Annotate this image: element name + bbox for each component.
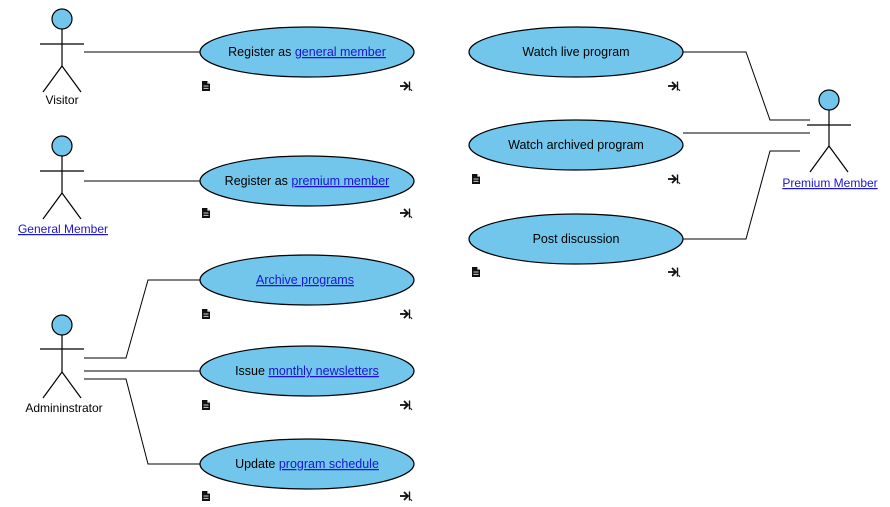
document-icon[interactable]	[201, 308, 211, 320]
connector-admin-archive	[84, 279, 200, 359]
actor-body	[807, 110, 851, 173]
connectors	[84, 51, 810, 465]
actor-link[interactable]: Premium Member	[782, 176, 877, 190]
use-case-watch-live[interactable]: Watch live program	[468, 26, 684, 78]
use-case-link[interactable]: premium member	[291, 174, 389, 188]
actor-link[interactable]: General Member	[18, 222, 108, 236]
use-case-label: Issue monthly newsletters	[235, 364, 379, 378]
actor-head	[818, 89, 840, 111]
actor-administrator[interactable]: Admininstrator	[25, 314, 103, 415]
use-case-link[interactable]: monthly newsletters	[268, 364, 378, 378]
navigate-arrow-icon[interactable]	[667, 80, 681, 92]
connector-admin-update	[84, 378, 200, 465]
use-case-label: Register as general member	[228, 45, 386, 59]
navigate-arrow-icon[interactable]	[399, 490, 413, 502]
use-case-ellipse	[468, 26, 684, 78]
document-icon[interactable]	[471, 173, 481, 185]
use-case-link[interactable]: program schedule	[279, 457, 379, 471]
use-case-ellipse	[199, 26, 415, 78]
actor-body	[40, 335, 84, 399]
document-icon[interactable]	[201, 490, 211, 502]
use-case-label-prefix: Register as	[225, 174, 292, 188]
actor-label: Visitor	[45, 93, 78, 107]
document-icon[interactable]	[201, 399, 211, 411]
use-case-register-general[interactable]: Register as general member	[199, 26, 415, 78]
navigate-arrow-icon[interactable]	[399, 80, 413, 92]
document-icon[interactable]	[201, 80, 211, 92]
connector-premium-post	[683, 150, 800, 240]
navigate-arrow-icon[interactable]	[667, 173, 681, 185]
actor-body	[40, 29, 84, 93]
actor-label: Admininstrator	[25, 401, 102, 415]
use-case-link[interactable]: Archive programs	[256, 273, 354, 287]
use-case-ellipse	[199, 345, 415, 397]
use-case-label: Archive programs	[256, 273, 354, 287]
actor-general-member[interactable]: General Member	[18, 135, 108, 236]
use-case-ellipse	[468, 213, 684, 265]
use-case-update-schedule[interactable]: Update program schedule	[199, 438, 415, 490]
navigate-arrow-icon[interactable]	[399, 308, 413, 320]
use-case-archive-programs[interactable]: Archive programs	[199, 254, 415, 306]
actor-visitor[interactable]: Visitor	[40, 8, 84, 107]
actor-head	[51, 8, 73, 30]
use-case-label-prefix: Register as	[228, 45, 295, 59]
actor-head	[51, 314, 73, 336]
use-case-link[interactable]: general member	[295, 45, 386, 59]
actor-premium-member[interactable]: Premium Member	[782, 89, 878, 190]
use-case-watch-archived[interactable]: Watch archived program	[468, 119, 684, 171]
use-case-label: Update program schedule	[235, 457, 379, 471]
use-case-ellipse	[199, 438, 415, 490]
use-case-post-discussion[interactable]: Post discussion	[468, 213, 684, 265]
actor-body	[40, 156, 84, 220]
use-case-register-premium[interactable]: Register as premium member	[199, 155, 415, 207]
use-case-ellipse	[199, 155, 415, 207]
use-case-issue-newsletters[interactable]: Issue monthly newsletters	[199, 345, 415, 397]
navigate-arrow-icon[interactable]	[667, 266, 681, 278]
navigate-arrow-icon[interactable]	[399, 207, 413, 219]
use-case-label-prefix: Update	[235, 457, 279, 471]
document-icon[interactable]	[201, 207, 211, 219]
use-case-ellipse	[199, 254, 415, 306]
connector-premium-watch-live	[683, 51, 810, 121]
use-case-label: Post discussion	[533, 232, 620, 246]
use-case-label: Watch archived program	[508, 138, 644, 152]
navigate-arrow-icon[interactable]	[399, 399, 413, 411]
use-case-label-prefix: Issue	[235, 364, 268, 378]
use-case-label: Register as premium member	[225, 174, 390, 188]
document-icon[interactable]	[471, 266, 481, 278]
actor-head	[51, 135, 73, 157]
use-case-ellipse	[468, 119, 684, 171]
use-case-label: Watch live program	[522, 45, 629, 59]
